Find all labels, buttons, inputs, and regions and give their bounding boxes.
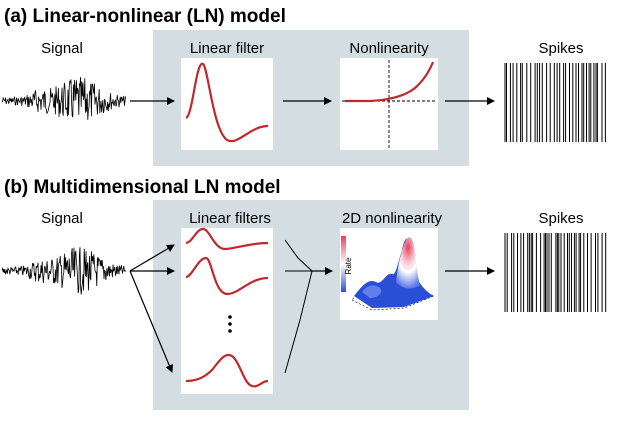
panel-a-nonlinearity-plot [340, 58, 438, 150]
panel-a-nonlinearity-curve [345, 61, 435, 103]
panel-a-filter-curve [185, 62, 269, 143]
panel-a-spike-train [504, 63, 606, 142]
panel-a-filter-plot [181, 58, 273, 150]
panel-b-filters-label: Linear filters [189, 210, 271, 227]
panel-a-spikes-label: Spikes [538, 40, 583, 57]
panel-a-filter-label: Linear filter [190, 40, 264, 57]
panel-b-ellipsis-dot-2 [228, 322, 232, 326]
panel-b-arrow-to-filter-1 [129, 244, 175, 272]
panel-a-title: (a) Linear-nonlinear (LN) model [4, 6, 286, 27]
panel-b-title: (b) Multidimensional LN model [4, 177, 281, 198]
panel-a-nonlinearity-label: Nonlinearity [349, 40, 429, 57]
panel-b-ellipsis-dot-1 [228, 315, 232, 319]
panel-b-surface-peak [396, 237, 420, 289]
panel-b-merge-line-n [284, 270, 313, 374]
panel-b-rate-colorbar [341, 236, 346, 292]
panel-b-filter-curve-2 [185, 256, 269, 296]
panel-b-filter-curve-n [185, 353, 269, 388]
panel-b-filter-curve-1 [185, 227, 269, 251]
panel-b-rate-label: Rate [344, 257, 353, 274]
panel-b-surface-ridge [362, 285, 382, 298]
panel-b-spikes-label: Spikes [538, 210, 583, 227]
panel-a-signal-label: Signal [41, 40, 83, 57]
panel-b-filters-plot [181, 228, 273, 394]
panel-b-ellipsis-dot-3 [228, 329, 232, 333]
panel-b-signal-label: Signal [41, 210, 83, 227]
panel-b-spike-train [504, 233, 607, 312]
panel-a-signal-waveform [1, 77, 126, 120]
panel-b-merge-line-1 [284, 239, 313, 272]
panel-b-signal-waveform [1, 247, 126, 295]
panel-b-nonlinearity-label: 2D nonlinearity [342, 210, 443, 227]
panel-b-arrow-to-filter-n [129, 270, 174, 373]
